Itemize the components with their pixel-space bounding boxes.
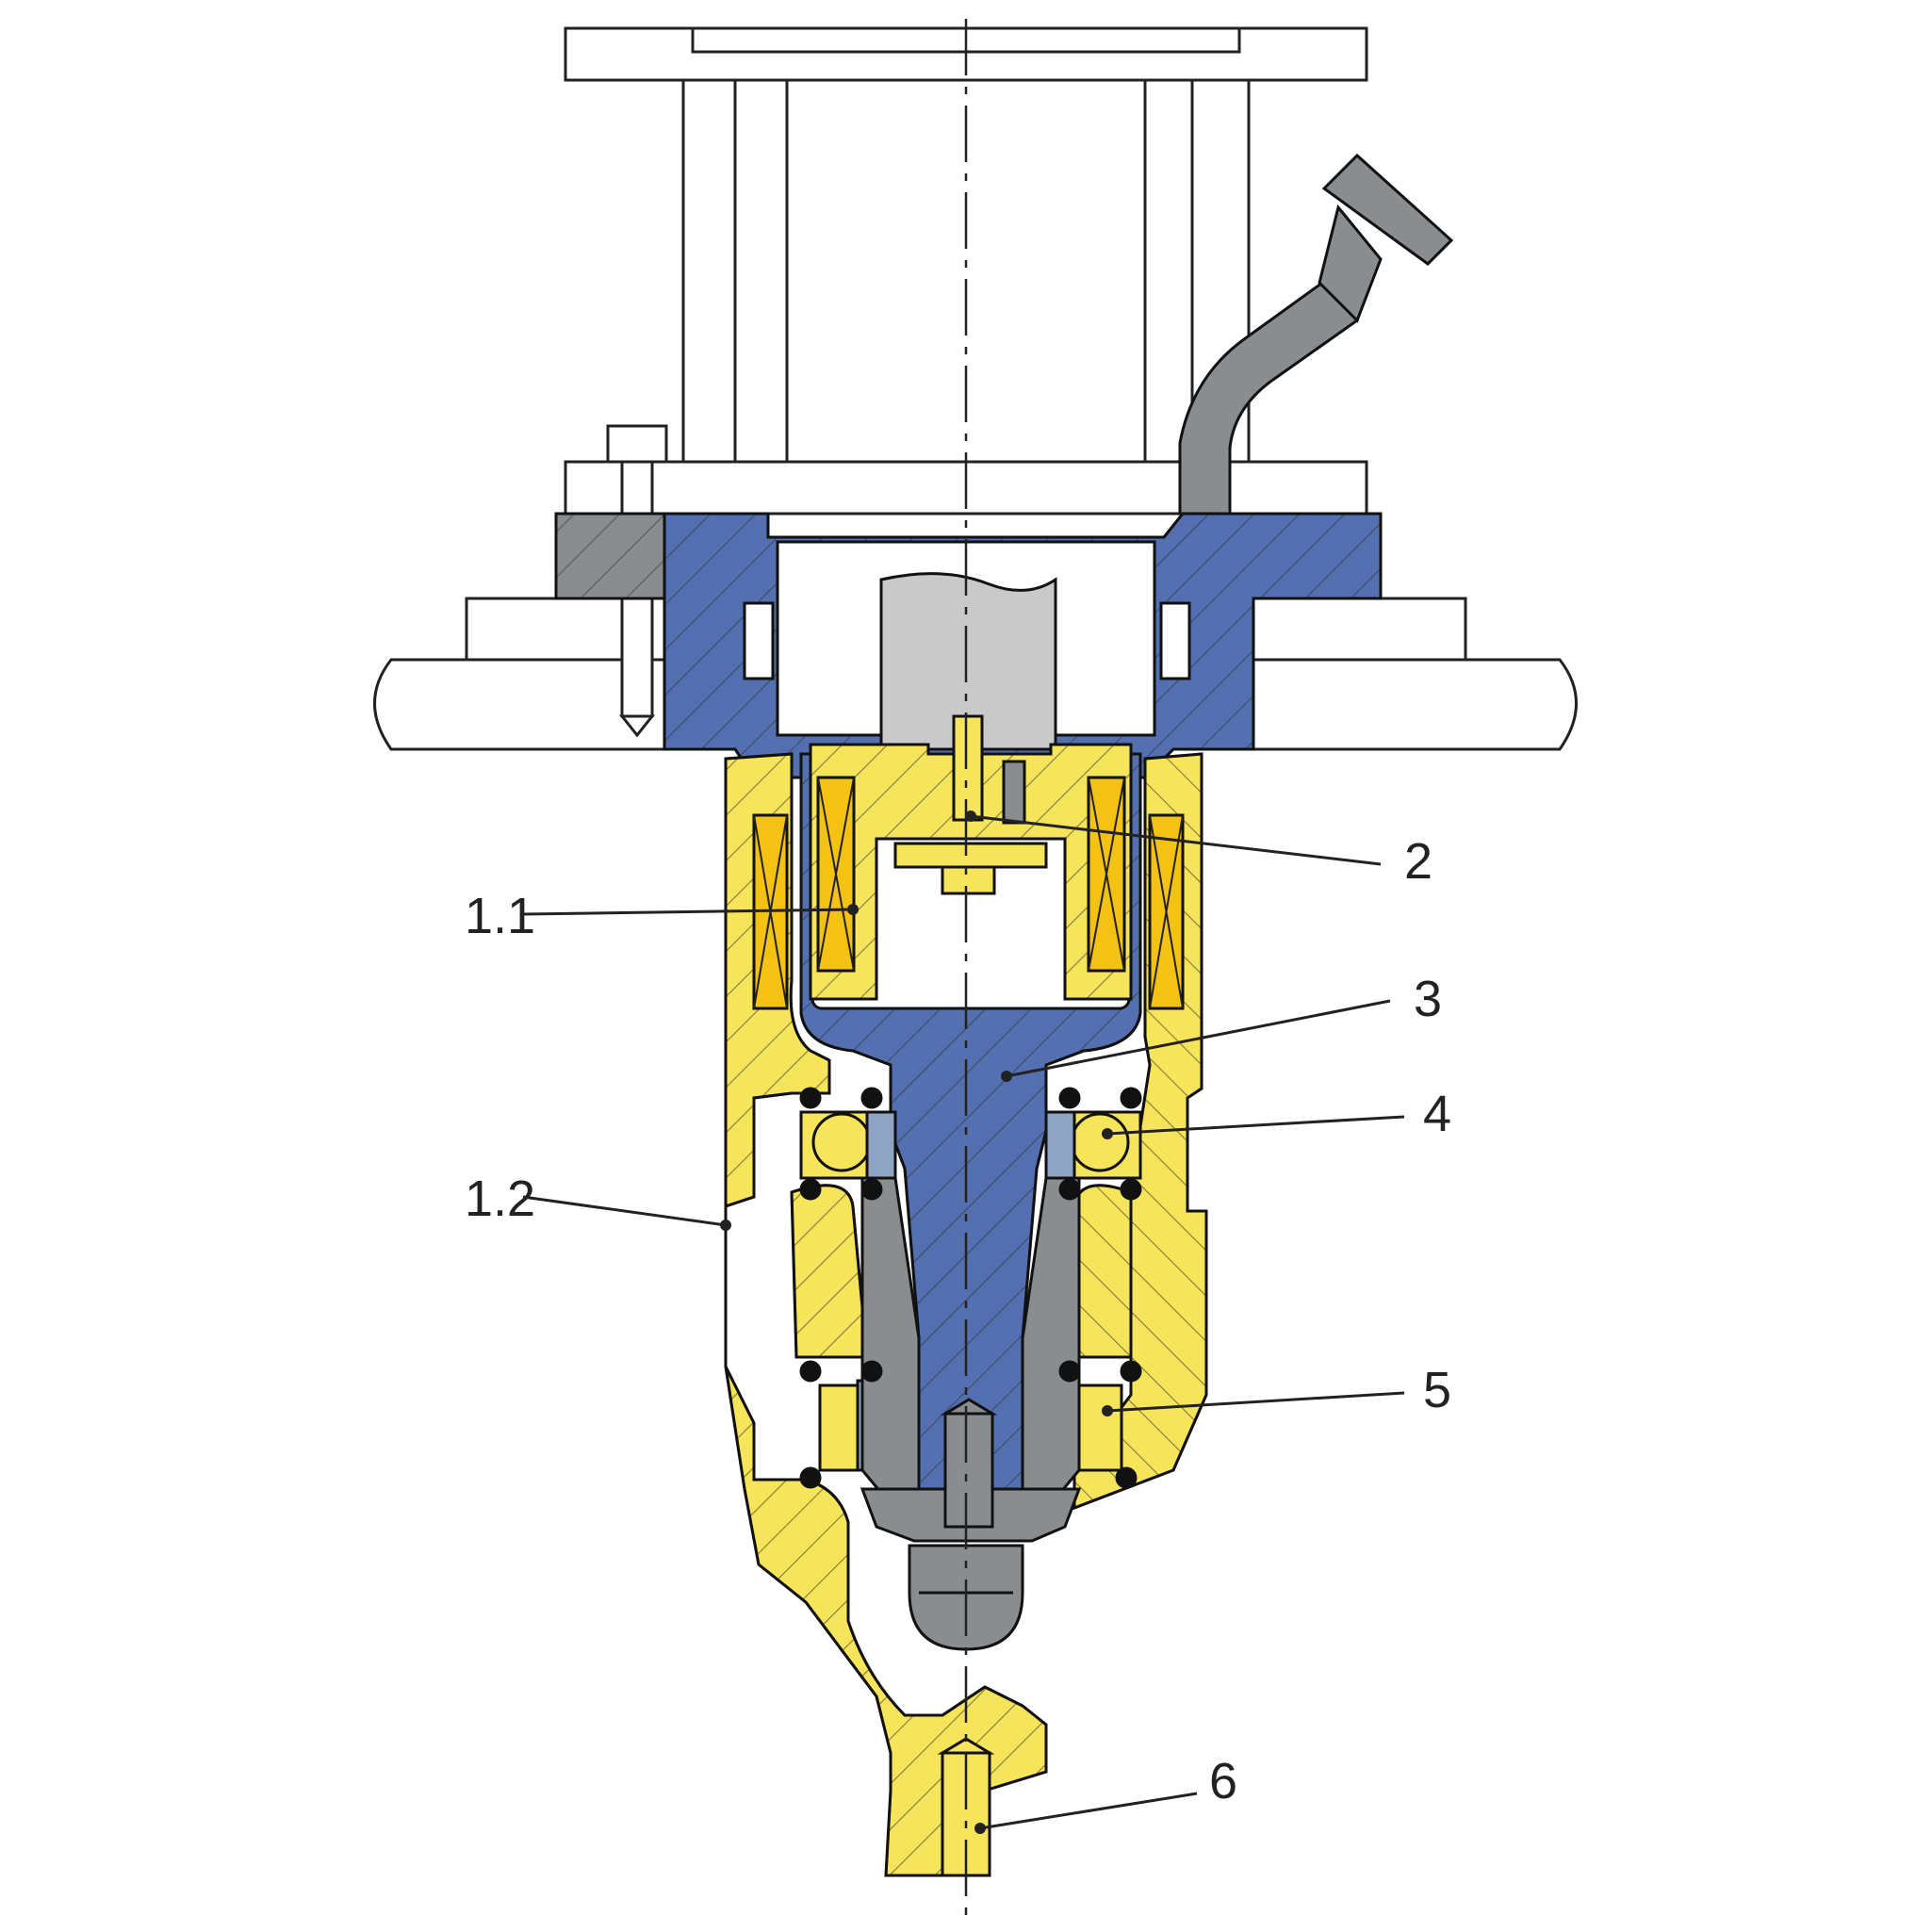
callout-1-2: 1.2 <box>465 1171 731 1231</box>
callout-label-5: 5 <box>1423 1362 1451 1418</box>
upper-bearings <box>799 1087 1142 1489</box>
feed-tube <box>1178 153 1454 516</box>
callout-3: 3 <box>1001 971 1442 1082</box>
rotor-shaft <box>799 714 1142 1510</box>
callout-label-6: 6 <box>1209 1753 1237 1809</box>
callout-5: 5 <box>1102 1362 1451 1418</box>
callout-4: 4 <box>1102 1086 1451 1142</box>
callout-label-1-1: 1.1 <box>465 888 535 944</box>
callout-label-1-2: 1.2 <box>465 1171 535 1227</box>
callout-2: 2 <box>965 810 1433 890</box>
callout-6: 6 <box>974 1753 1237 1834</box>
callout-label-3: 3 <box>1414 971 1442 1027</box>
callout-label-2: 2 <box>1404 833 1433 890</box>
callout-label-4: 4 <box>1423 1086 1451 1142</box>
callout-1-1: 1.1 <box>465 888 859 944</box>
